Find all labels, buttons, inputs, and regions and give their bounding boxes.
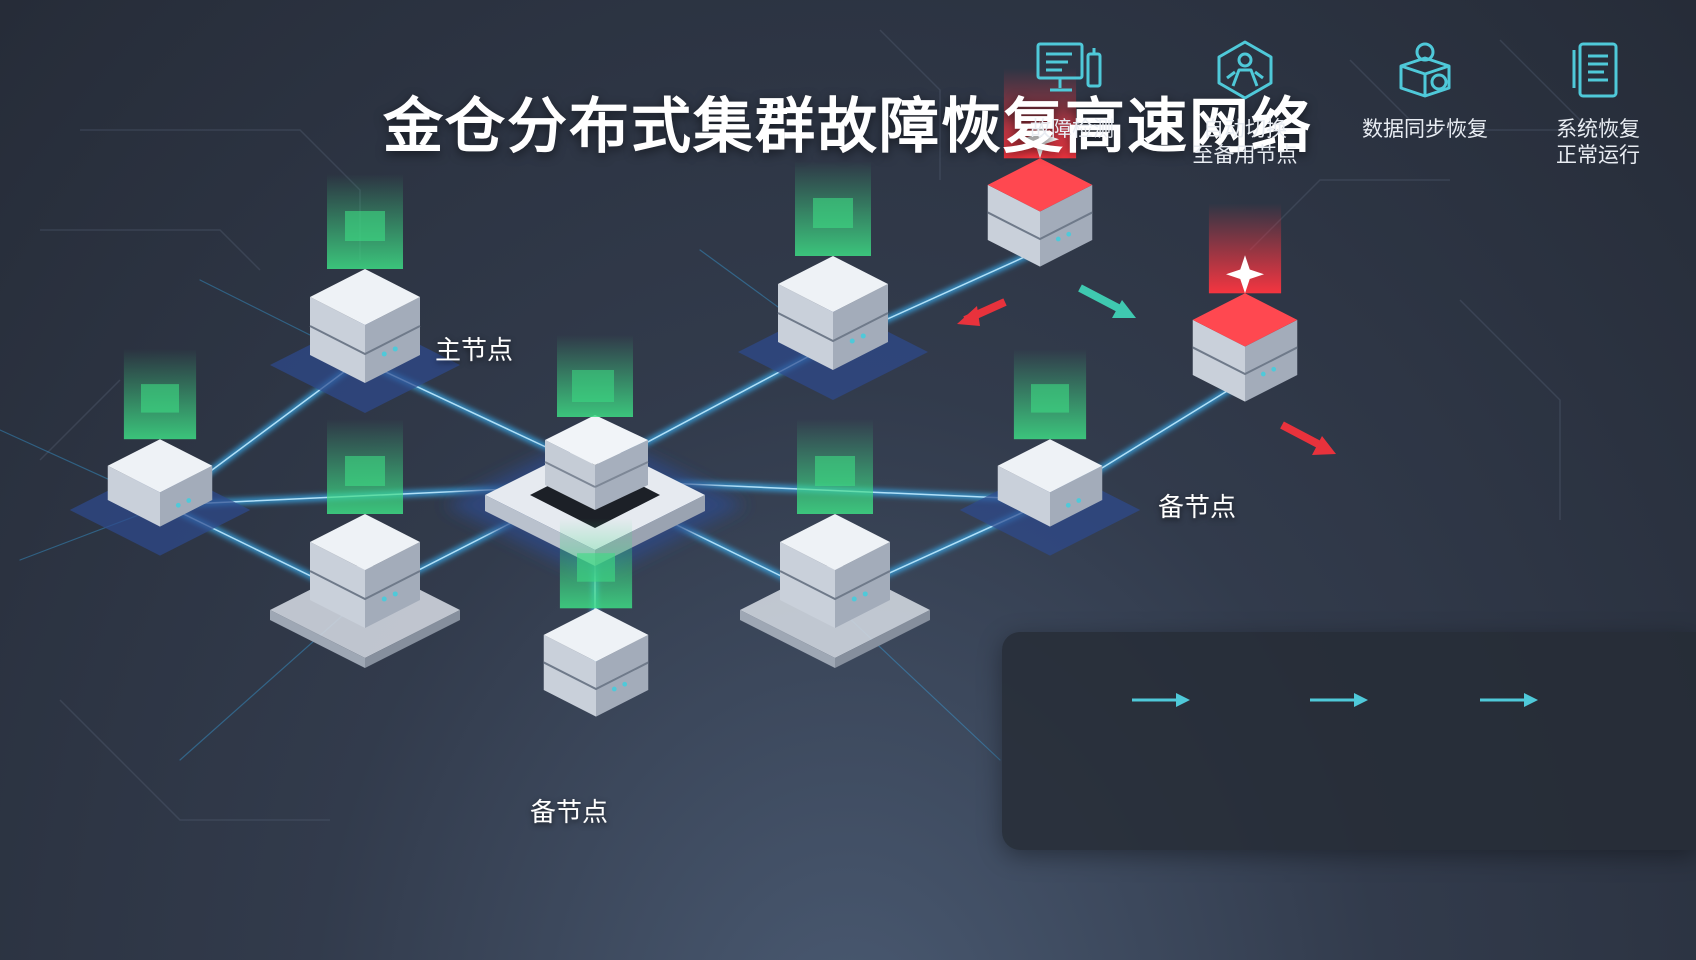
process-step-auto-switch: 自动切换 至备用节点	[1175, 38, 1315, 168]
backup-node-label: 备节点	[1158, 493, 1237, 523]
arrow-right-icon	[1132, 693, 1190, 707]
recovery-process-panel	[1002, 632, 1696, 850]
server-node-bottom-left	[270, 419, 460, 668]
fault-spark-icon	[1021, 120, 1059, 159]
central-hub-node	[445, 335, 745, 580]
status-ok-icon	[141, 384, 179, 413]
backup-server-node-right	[959, 348, 1141, 556]
server-node-bottom-right	[740, 419, 930, 668]
failover-arrows	[957, 284, 1336, 455]
teal-arrow-icon	[1112, 300, 1136, 318]
red-arrow-icon	[1312, 436, 1336, 455]
status-ok-icon	[815, 456, 855, 486]
primary-server-node	[270, 174, 460, 413]
status-ok-icon	[813, 198, 853, 228]
red-arrow-icon	[957, 306, 980, 326]
server-nodes	[69, 68, 1298, 717]
status-ok-icon	[345, 456, 385, 486]
step-label: 系统恢复 正常运行	[1556, 117, 1640, 167]
teal-arrow-icon	[1078, 284, 1124, 314]
status-ok-icon	[577, 553, 615, 582]
monitor-diagnostic-icon	[1036, 42, 1102, 92]
system-restore-icon	[1572, 42, 1618, 98]
process-step-fault-detection: 故障检测	[1002, 38, 1142, 142]
arrow-right-icon	[1310, 693, 1368, 707]
failed-server-node-top	[987, 68, 1093, 267]
auto-switch-icon	[1217, 40, 1273, 100]
status-ok-icon	[345, 211, 385, 241]
backup-node-label: 备节点	[530, 798, 609, 828]
status-ok-icon	[1031, 384, 1069, 413]
data-sync-icon	[1399, 42, 1451, 98]
step-label: 自动切换 至备用节点	[1192, 117, 1298, 167]
failed-server-node-right	[1192, 203, 1298, 402]
primary-node-label: 主节点	[435, 336, 514, 366]
arrow-right-icon	[1480, 693, 1538, 707]
page-title: 金仓分布式集群故障恢复高速网络	[383, 92, 1313, 162]
backup-server-node-bottom	[543, 518, 649, 717]
step-label: 数据同步恢复	[1362, 117, 1488, 141]
process-step-system-restore: 系统恢复 正常运行	[1528, 38, 1668, 168]
server-node-top-middle	[738, 161, 928, 400]
step-label: 故障检测	[1030, 117, 1114, 141]
red-arrow-icon	[1280, 421, 1322, 449]
process-step-data-sync: 数据同步恢复	[1355, 38, 1495, 142]
fault-spark-icon	[1226, 255, 1264, 294]
server-node-left	[69, 348, 251, 556]
